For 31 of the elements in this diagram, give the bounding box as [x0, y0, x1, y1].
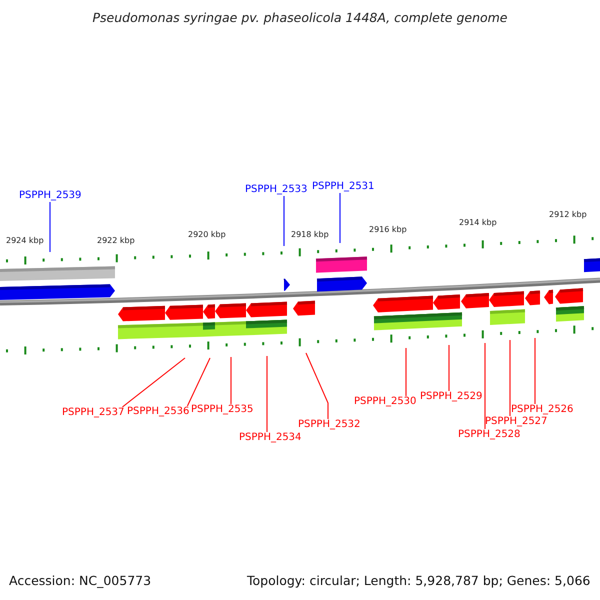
gene-label: PSPPH_2526 [511, 405, 574, 415]
leader-line [534, 338, 536, 404]
leader-line [186, 358, 210, 406]
gene-label: PSPPH_2535 [191, 405, 254, 415]
scale-label: 2912 kbp [549, 211, 587, 219]
gene-label: PSPPH_2530 [354, 397, 416, 407]
scale-label: 2924 kbp [6, 237, 44, 245]
leader-line [306, 352, 328, 420]
gene-label: PSPPH_2527 [485, 417, 548, 427]
scale-label: 2916 kbp [369, 226, 407, 234]
map-title: Pseudomonas syringae pv. phaseolicola 1448A, complete genome [92, 12, 508, 24]
gene-label: PSPPH_2531 [312, 182, 374, 192]
gene-label: PSPPH_2533 [245, 185, 308, 195]
leader-line [448, 344, 450, 392]
gene-label: PSPPH_2536 [127, 407, 190, 417]
gene-label: PSPPH_2539 [19, 191, 82, 201]
genome-info-text: Topology: circular; Length: 5,928,787 bp; Genes: 5,066 [247, 575, 590, 588]
scale-label: 2918 kbp [291, 231, 329, 239]
leader-line [122, 358, 186, 408]
scale-label: 2914 kbp [459, 219, 497, 227]
leader-line [266, 356, 268, 432]
leader-line [230, 356, 232, 404]
gene-label: PSPPH_2529 [420, 392, 482, 402]
gene-label: PSPPH_2534 [239, 433, 302, 443]
scale-label: 2920 kbp [188, 231, 226, 239]
gene-label: PSPPH_2537 [62, 408, 124, 418]
leader-line [484, 342, 486, 430]
gene-label: PSPPH_2532 [298, 420, 360, 430]
accession-text: Accession: NC_005773 [9, 575, 152, 588]
scale-label: 2922 kbp [97, 237, 135, 245]
gene-label: PSPPH_2528 [458, 430, 520, 440]
